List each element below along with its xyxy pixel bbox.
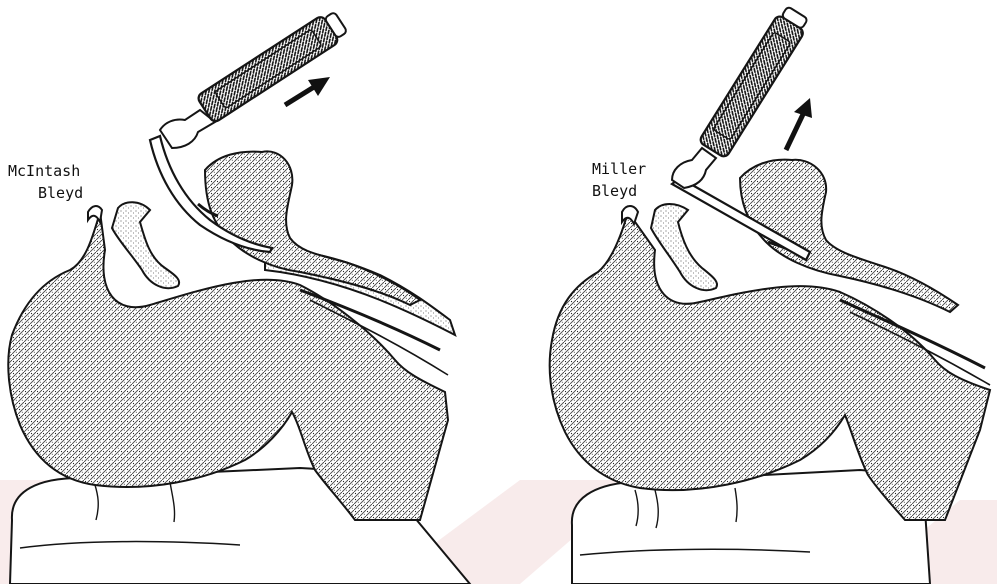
left-handle-joint xyxy=(160,110,215,148)
left-epiglottis xyxy=(112,202,179,288)
left-blade-label-line1: McIntash xyxy=(8,162,80,180)
right-head xyxy=(550,212,990,520)
left-blade-label-line2: Bleyd xyxy=(38,184,83,202)
left-upper-teeth xyxy=(88,206,102,222)
right-blade-label-line2: Bleyd xyxy=(592,182,637,200)
right-epiglottis xyxy=(651,204,717,290)
right-handle-joint xyxy=(672,148,716,188)
right-blade-label-line1: Miller xyxy=(592,160,646,178)
left-laryngoscope-handle xyxy=(196,8,349,123)
left-panel xyxy=(8,8,470,584)
right-panel xyxy=(550,4,990,584)
right-lift-arrow xyxy=(786,98,812,150)
left-lift-arrow xyxy=(285,77,330,105)
